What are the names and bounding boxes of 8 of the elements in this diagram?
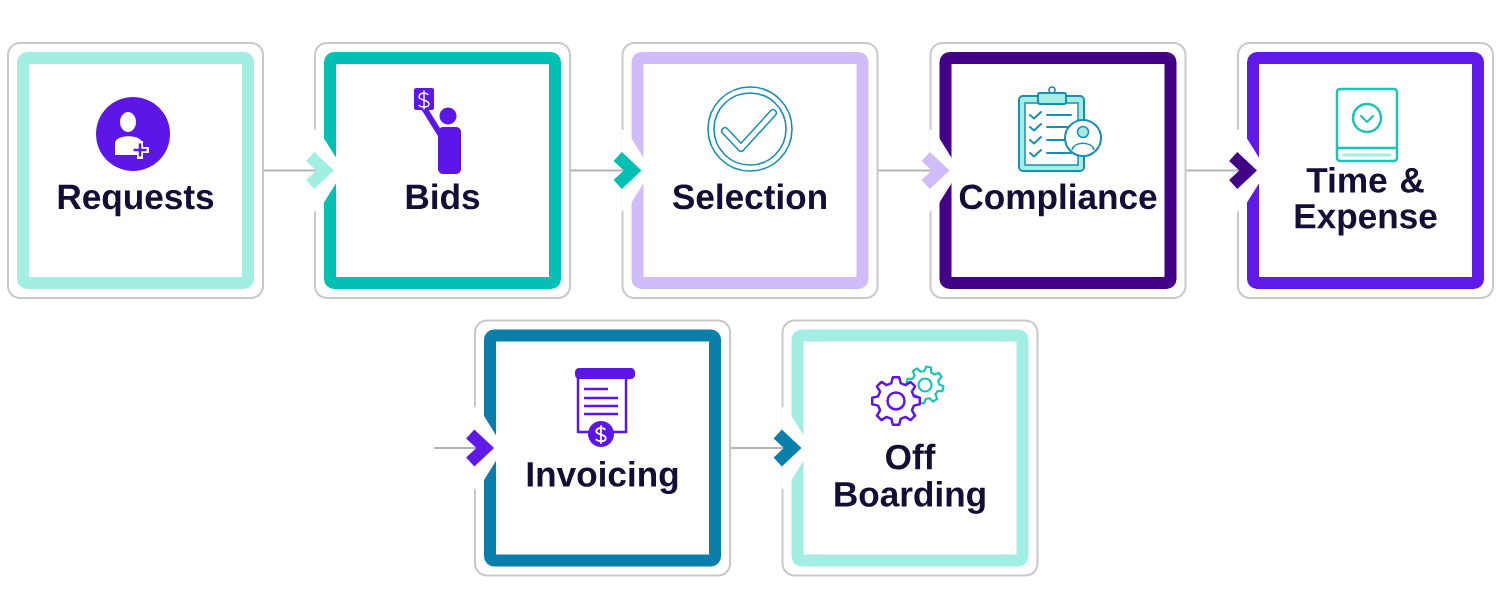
arrow: [877, 152, 950, 189]
process-box: Compliance: [929, 42, 1187, 299]
process-box: Requests: [7, 42, 264, 299]
process-box: Selection: [621, 42, 879, 299]
process-box: Off Boarding: [781, 319, 1039, 577]
process-box: Time & Expense: [1236, 42, 1494, 299]
process-box: Bids: [313, 42, 571, 299]
process-box: Invoicing: [473, 319, 731, 577]
